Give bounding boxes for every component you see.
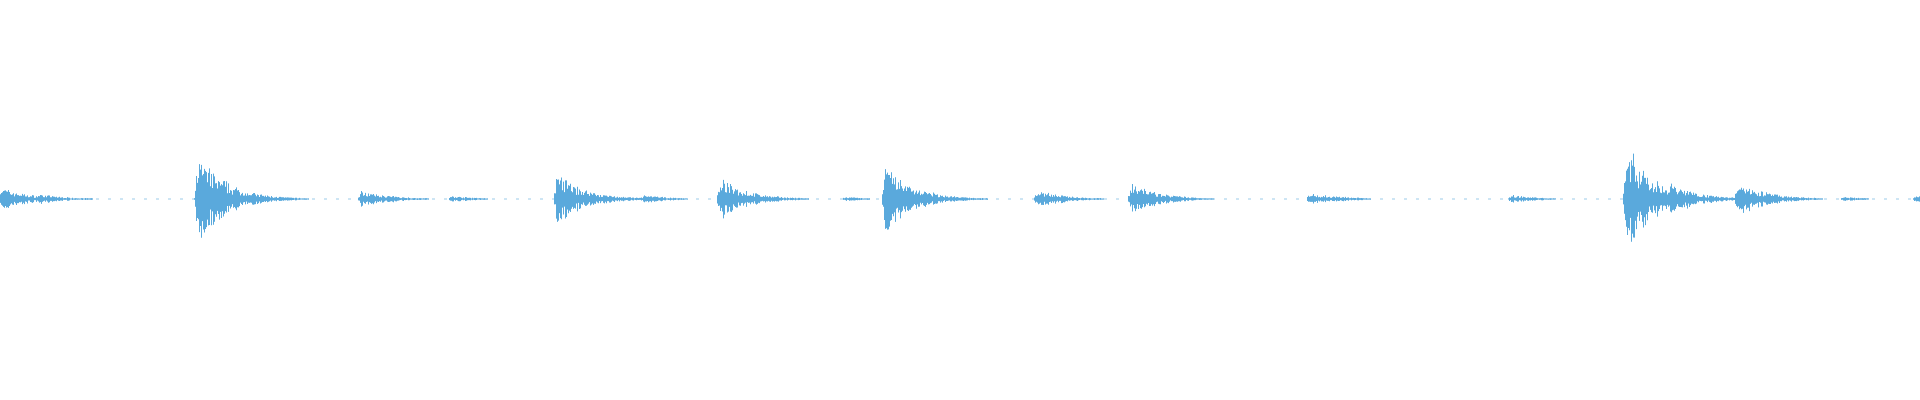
waveform-bars xyxy=(0,153,1920,242)
